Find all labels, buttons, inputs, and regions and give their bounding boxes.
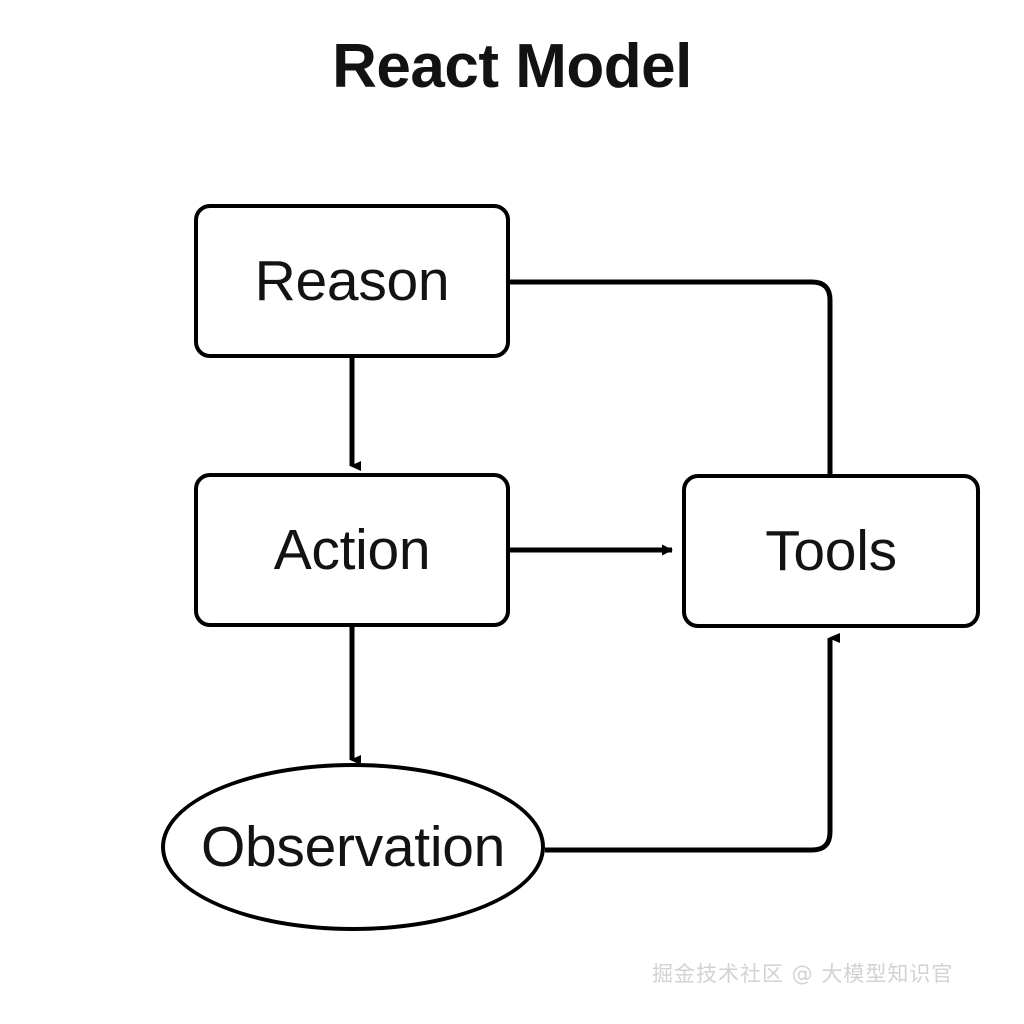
edge-reason-to-tools: [510, 279, 833, 476]
node-tools[interactable]: Tools: [682, 474, 980, 628]
node-observation-label: Observation: [200, 814, 506, 879]
node-reason-label: Reason: [254, 248, 450, 313]
page-title: React Model: [332, 32, 692, 101]
node-action[interactable]: Action: [194, 473, 510, 627]
watermark: 掘金技术社区 @ 大模型知识官: [652, 962, 954, 986]
edge-observation-to-tools: [545, 638, 830, 853]
node-tools-label: Tools: [765, 518, 897, 583]
node-reason[interactable]: Reason: [194, 204, 510, 358]
node-action-label: Action: [273, 517, 431, 582]
node-observation[interactable]: Observation: [161, 763, 545, 931]
